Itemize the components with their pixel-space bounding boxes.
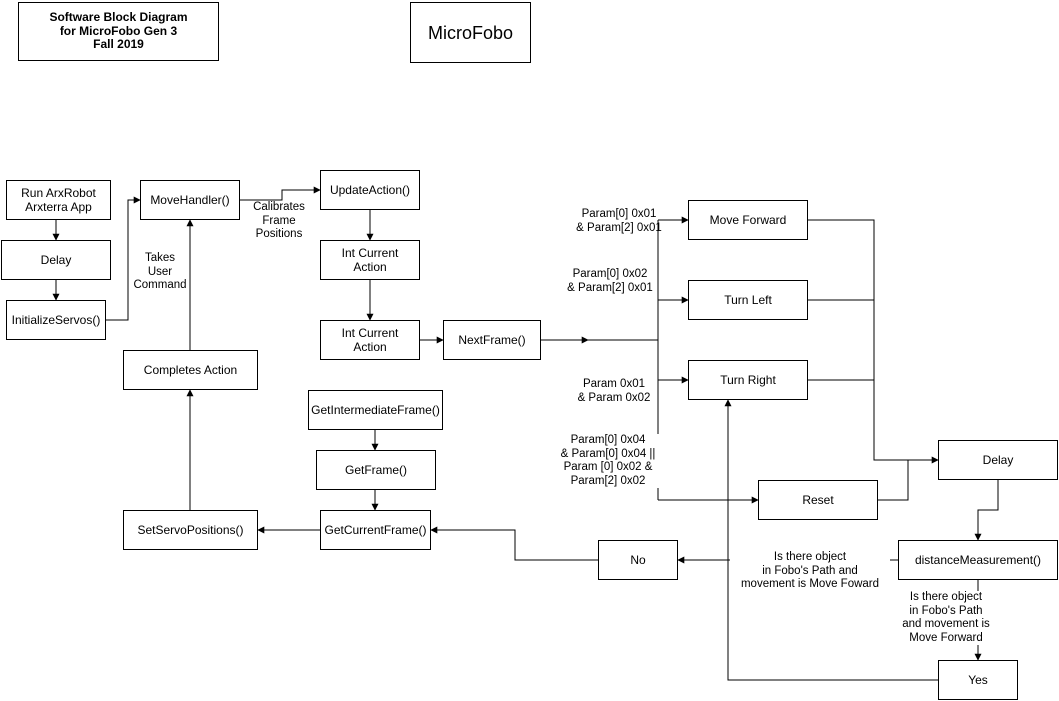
node-get-frame: GetFrame() [316,450,436,490]
node-distance-measurement: distanceMeasurement() [898,540,1058,580]
node-delay-left: Delay [1,240,111,280]
label-question-no: Is there object in Fobo's Path and movem… [730,551,890,592]
node-turn-right: Turn Right [688,360,808,400]
node-turn-left: Turn Left [688,280,808,320]
label-calibrates-frame-positions: Calibrates Frame Positions [253,201,305,240]
node-int-current-action-1: Int Current Action [320,240,420,280]
node-run-app: Run ArxRobot Arxterra App [6,180,111,220]
node-no: No [598,540,678,580]
node-yes: Yes [938,660,1018,700]
node-move-forward: Move Forward [688,200,808,240]
node-get-intermediate-frame: GetIntermediateFrame() [308,390,443,430]
node-initialize-servos: InitializeServos() [6,300,106,340]
arrow-yes-to-turnright [724,399,938,681]
arrow-delay-to-distance [974,480,999,541]
node-completes-action: Completes Action [123,350,258,390]
node-next-frame: NextFrame() [443,320,541,360]
node-update-action: UpdateAction() [320,170,420,210]
arrow-init-to-movehandler [106,196,141,321]
line-moveforward-out [808,219,939,464]
brand-box: MicroFobo [410,2,531,63]
arrow-no-to-getcurrentframe [430,526,598,561]
label-question-yes: Is there object in Fobo's Path and movem… [891,591,1001,645]
label-cond-turn-left: Param[0] 0x02 & Param[2] 0x01 [567,268,653,294]
node-get-current-frame: GetCurrentFrame() [320,510,431,550]
line-reset-out [878,460,909,501]
node-move-handler: MoveHandler() [140,180,240,220]
label-cond-turn-right: Param 0x01 & Param 0x02 [577,378,651,404]
node-int-current-action-2: Int Current Action [320,320,420,360]
arrow-movehandler-to-update [240,186,321,201]
label-cond-reset: Param[0] 0x04 & Param[0] 0x04 || Param [… [552,434,664,488]
node-set-servo-positions: SetServoPositions() [123,510,258,550]
label-takes-user-command: Takes User Command [133,252,187,291]
node-reset: Reset [758,480,878,520]
label-cond-move-forward: Param[0] 0x01 & Param[2] 0x01 [576,208,662,234]
node-delay-right: Delay [938,440,1058,480]
diagram-title-box: Software Block Diagram for MicroFobo Gen… [18,2,219,61]
